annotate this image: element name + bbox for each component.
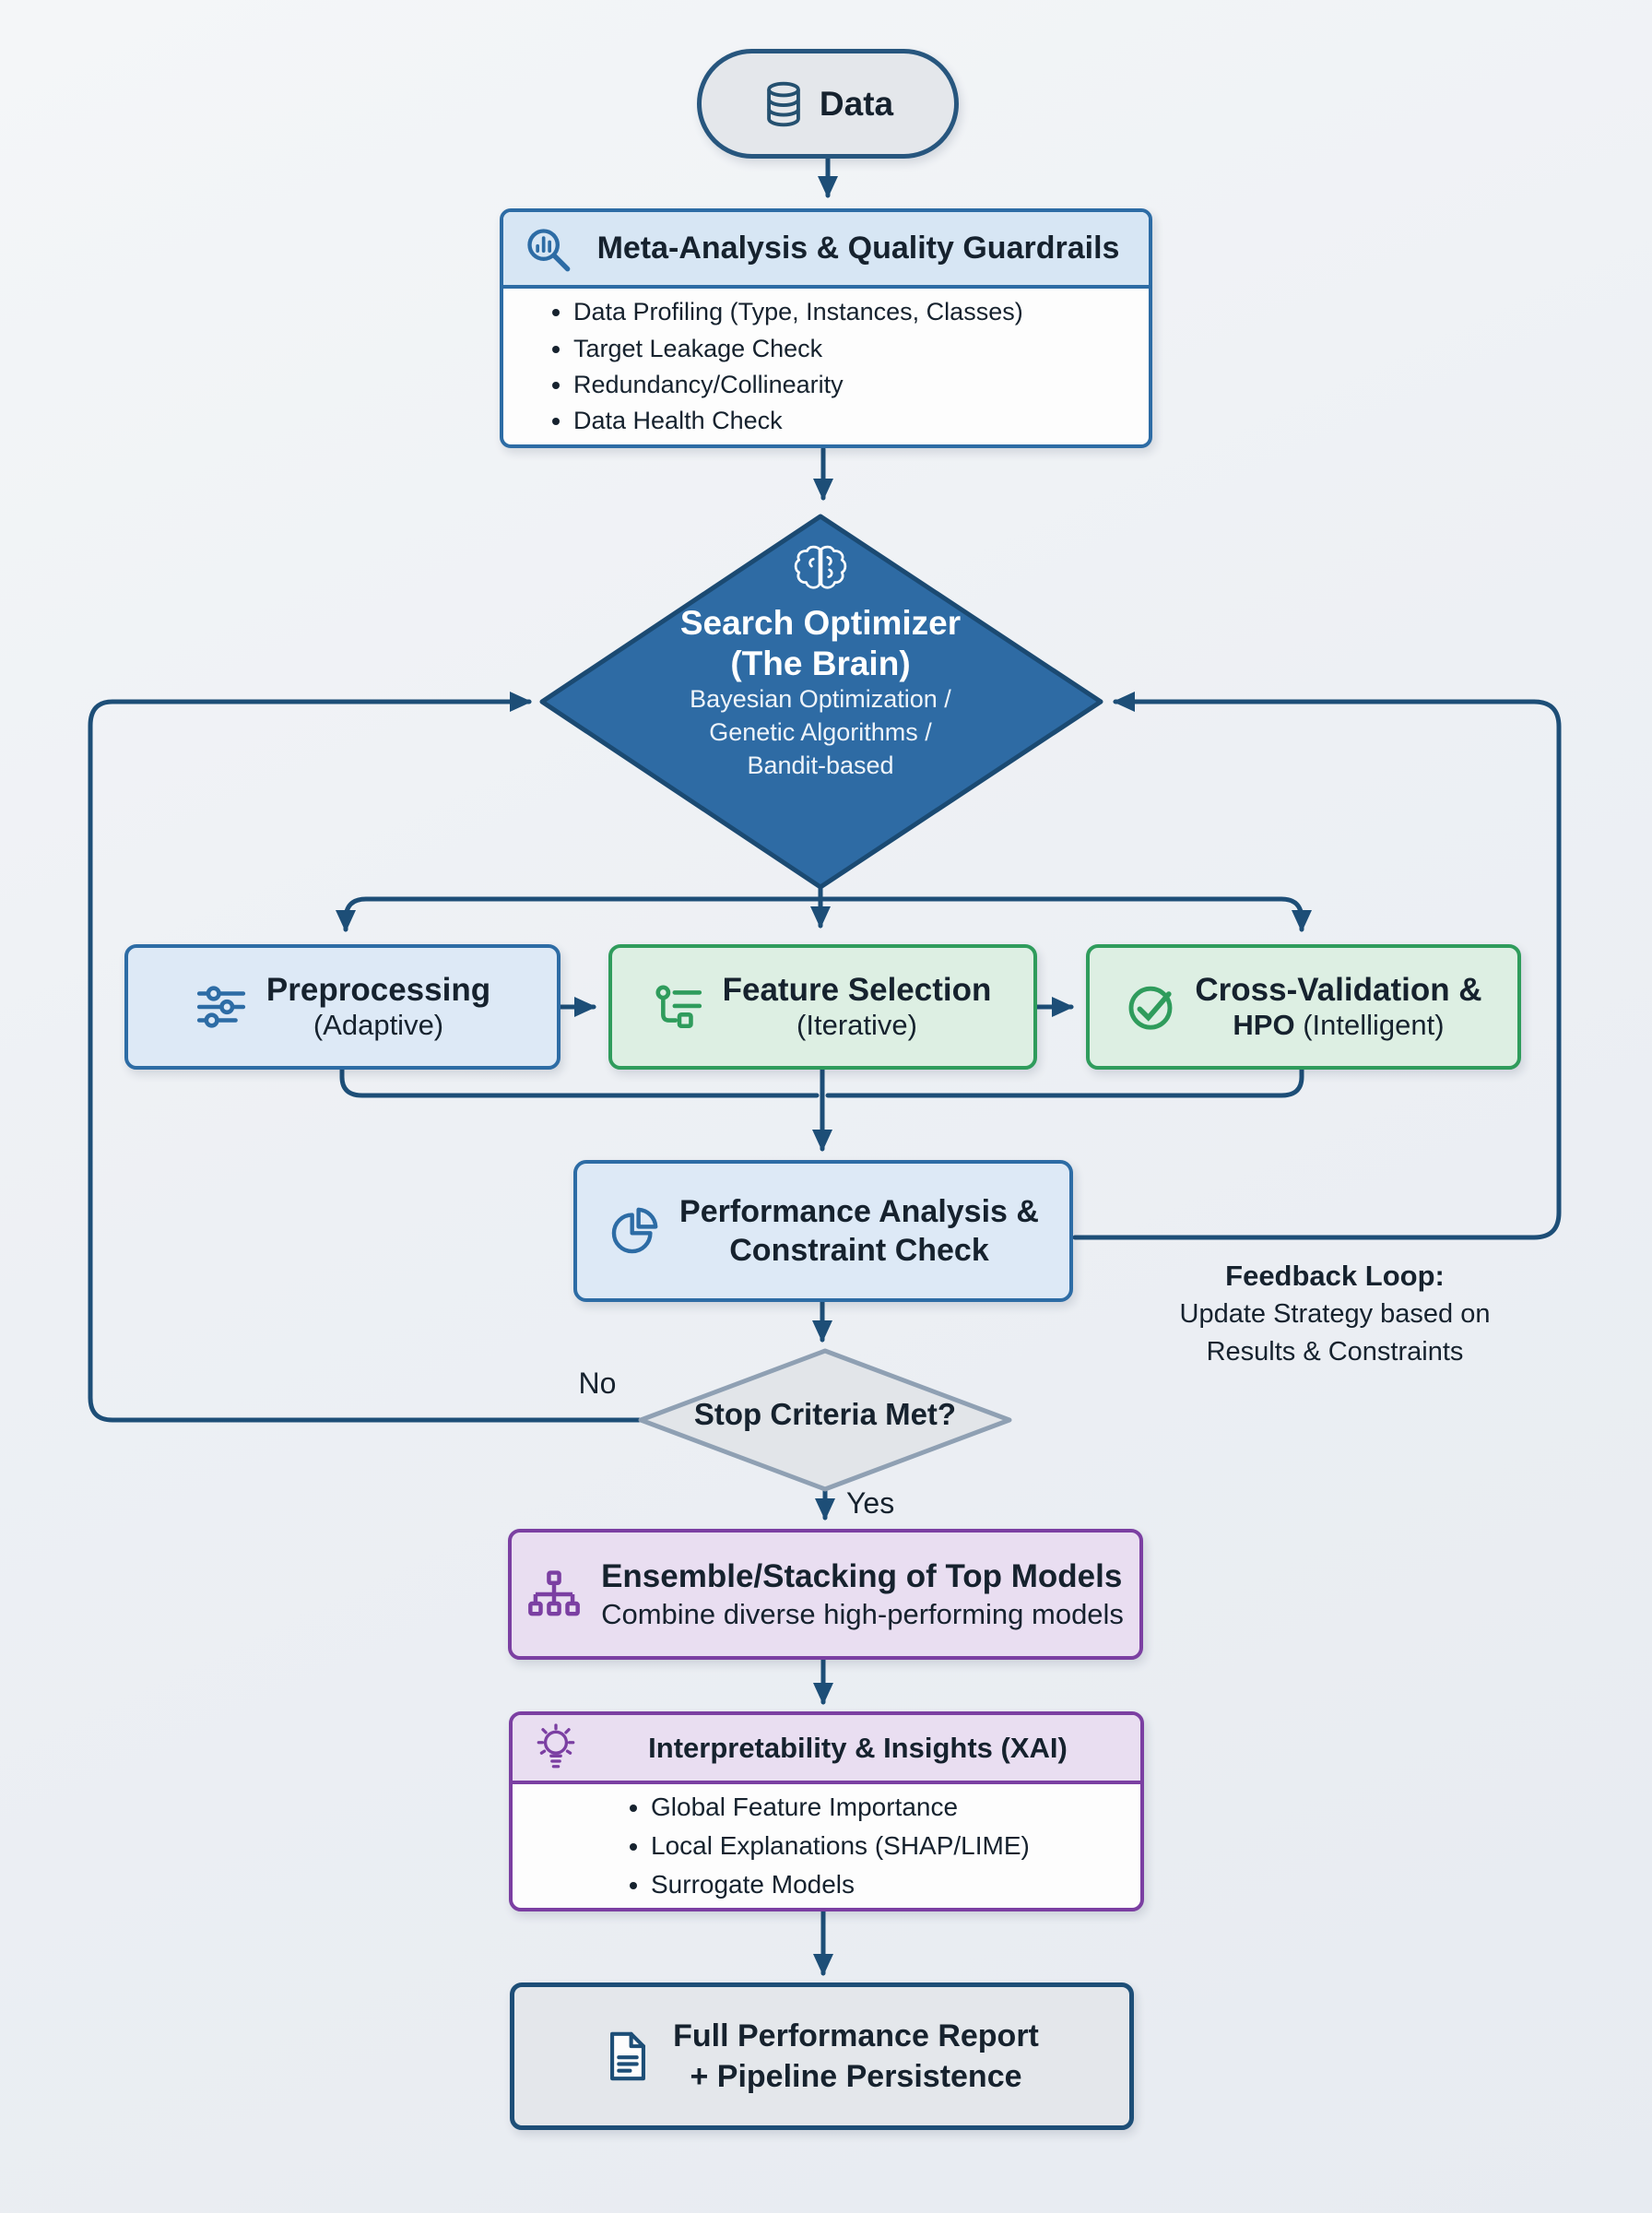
xai-title: Interpretability & Insights (XAI): [648, 1731, 1068, 1764]
data-node-label: Data: [819, 84, 894, 123]
feedback-loop-line2: Update Strategy based on: [1179, 1299, 1491, 1330]
search-optimizer-method: Bandit-based: [747, 751, 894, 779]
cv-hpo-acronym: HPO: [1233, 1009, 1295, 1042]
no-branch-label: No: [578, 1367, 617, 1400]
bullet-item: Surrogate Models: [651, 1865, 1030, 1904]
search-optimizer-title: Search Optimizer: [679, 604, 962, 642]
bullet-item: Global Feature Importance: [651, 1788, 1030, 1827]
feedback-loop-line: [1072, 692, 1562, 1240]
meta-analysis-body: Data Profiling (Type, Instances, Classes…: [503, 289, 1149, 444]
xai-box: Interpretability & Insights (XAI) Global…: [509, 1711, 1144, 1911]
cross-validation-hpo-box: Cross-Validation & HPO (Intelligent): [1086, 944, 1521, 1070]
meta-analysis-box: Meta-Analysis & Quality Guardrails Data …: [500, 208, 1152, 448]
feature-selection-subtitle: (Iterative): [796, 1009, 917, 1042]
pie-chart-icon: [608, 1204, 661, 1258]
meta-analysis-header: Meta-Analysis & Quality Guardrails: [503, 212, 1149, 290]
hierarchy-icon: [527, 1569, 581, 1619]
report-title-line1: Full Performance Report: [673, 2018, 1039, 2053]
performance-title-line2: Constraint Check: [729, 1233, 989, 1268]
search-optimizer-subtitle: (The Brain): [730, 644, 911, 682]
meta-analysis-title: Meta-Analysis & Quality Guardrails: [596, 231, 1120, 266]
yes-branch-label: Yes: [846, 1486, 895, 1520]
check-circle-icon: [1125, 981, 1176, 1033]
arrow-optimizer-to-preprocessing: [336, 896, 823, 932]
document-icon: [605, 2030, 651, 2083]
bullet-item: Target Leakage Check: [573, 331, 1023, 367]
no-loop-line: [88, 692, 642, 1423]
preprocessing-subtitle: (Adaptive): [313, 1009, 444, 1042]
xai-header: Interpretability & Insights (XAI): [513, 1715, 1140, 1784]
ensemble-subtitle: Combine diverse high-performing models: [601, 1597, 1124, 1630]
feedback-loop-line3: Results & Constraints: [1206, 1336, 1464, 1367]
bullet-item: Local Explanations (SHAP/LIME): [651, 1827, 1030, 1865]
bullet-item: Data Profiling (Type, Instances, Classes…: [573, 294, 1023, 330]
report-title-line2: + Pipeline Persistence: [690, 2059, 1022, 2094]
stop-criteria-label: Stop Criteria Met?: [693, 1397, 957, 1431]
ensemble-box: Ensemble/Stacking of Top Models Combine …: [508, 1529, 1143, 1660]
brain-icon: [792, 542, 849, 594]
performance-analysis-box: Performance Analysis & Constraint Check: [573, 1160, 1073, 1302]
ensemble-title: Ensemble/Stacking of Top Models: [601, 1557, 1123, 1594]
merge-line-left: [339, 1067, 820, 1098]
xai-bullet-list: Global Feature ImportanceLocal Explanati…: [513, 1784, 1039, 1908]
sliders-icon: [195, 983, 248, 1031]
cv-hpo-qualifier: (Intelligent): [1294, 1009, 1445, 1042]
xai-body: Global Feature ImportanceLocal Explanati…: [513, 1784, 1140, 1908]
magnifier-chart-icon: [524, 225, 572, 273]
bullet-item: Redundancy/Collinearity: [573, 367, 1023, 403]
feature-selection-title: Feature Selection: [722, 972, 992, 1009]
feature-selection-box: Feature Selection (Iterative): [608, 944, 1037, 1070]
bullet-item: Data Health Check: [573, 403, 1023, 439]
merge-line-right: [825, 1067, 1304, 1098]
search-optimizer-diamond: [539, 514, 1103, 890]
arrow-optimizer-to-cv: [818, 896, 1312, 932]
search-optimizer-content: Search Optimizer (The Brain) Bayesian Op…: [590, 542, 1051, 782]
meta-analysis-bullet-list: Data Profiling (Type, Instances, Classes…: [503, 289, 1032, 444]
stop-criteria-diamond: [638, 1348, 1012, 1492]
search-optimizer-method: Bayesian Optimization /: [690, 685, 951, 714]
report-box: Full Performance Report + Pipeline Persi…: [510, 1982, 1134, 2130]
preprocessing-box: Preprocessing (Adaptive): [124, 944, 560, 1070]
feature-tree-icon: [655, 983, 704, 1031]
lightbulb-icon: [533, 1722, 579, 1773]
performance-title-line1: Performance Analysis &: [679, 1193, 1039, 1229]
feedback-loop-note: Feedback Loop: Update Strategy based on …: [1104, 1256, 1565, 1371]
preprocessing-title: Preprocessing: [266, 972, 491, 1009]
cv-hpo-title-line1: Cross-Validation &: [1195, 972, 1482, 1009]
search-optimizer-method: Genetic Algorithms /: [709, 717, 932, 746]
data-node: Data: [697, 49, 959, 159]
feedback-loop-title: Feedback Loop:: [1225, 1260, 1445, 1292]
database-icon: [762, 81, 805, 127]
